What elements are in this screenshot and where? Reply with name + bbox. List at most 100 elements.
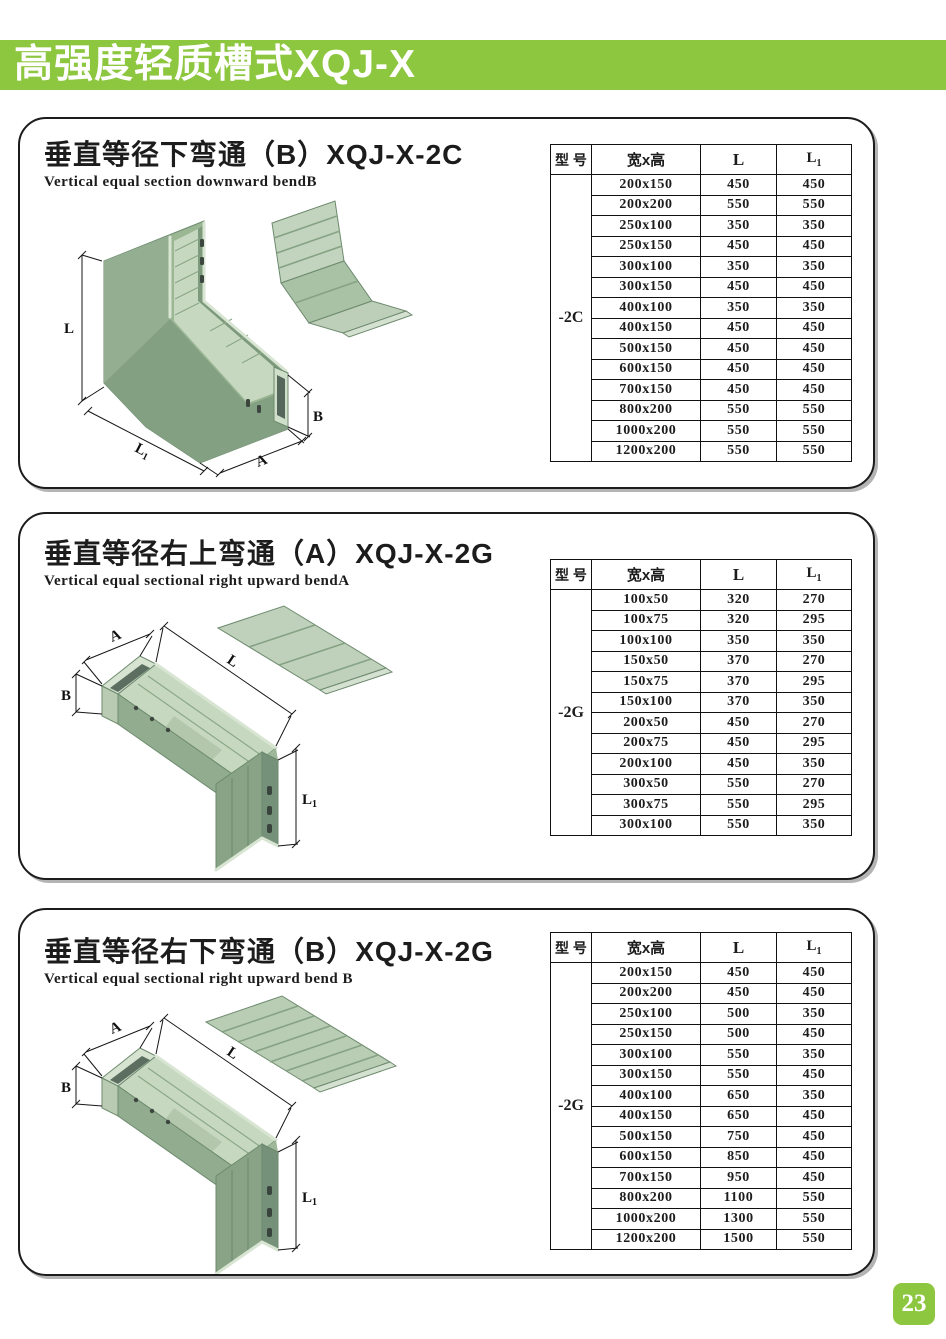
value-cell: 550 (700, 440, 777, 462)
value-cell: 450 (700, 317, 777, 339)
table-header-row: 型 号 宽x高 L L1 (550, 932, 852, 963)
size-cell: 250x100 (591, 215, 701, 237)
col-header-l: L (700, 932, 777, 963)
value-cell: 450 (776, 174, 852, 196)
size-cell: 300x100 (591, 1044, 701, 1066)
dim-label-l: L (64, 321, 74, 337)
model-cell: -2C (550, 174, 592, 462)
value-cell: 450 (776, 1064, 852, 1086)
value-cell: 350 (776, 691, 852, 713)
dim-label-l1: L1 (302, 1190, 317, 1208)
size-cell: 200x200 (591, 982, 701, 1004)
value-cell: 450 (776, 1167, 852, 1189)
table-header-row: 型 号 宽x高 L L1 (550, 144, 852, 175)
dim-label-b: B (313, 409, 323, 425)
value-cell: 320 (700, 589, 777, 611)
table-header-row: 型 号 宽x高 L L1 (550, 559, 852, 590)
value-cell: 350 (776, 256, 852, 278)
value-cell: 450 (700, 712, 777, 734)
value-cell: 550 (700, 420, 777, 442)
col-header-l1: L1 (776, 932, 852, 963)
cover-piece (204, 995, 398, 1093)
value-cell: 550 (700, 399, 777, 421)
section-subtitle: Vertical equal section downward bendB (44, 174, 317, 190)
value-cell: 350 (776, 1085, 852, 1107)
size-cell: 500x150 (591, 1126, 701, 1148)
col-header-l1: L1 (776, 559, 852, 590)
size-cell: 600x150 (591, 1146, 701, 1168)
col-header-size: 宽x高 (591, 932, 701, 963)
page-number-badge: 23 (893, 1283, 935, 1325)
cover-piece (271, 200, 414, 338)
col-header-model: 型 号 (550, 559, 592, 590)
size-cell: 200x50 (591, 712, 701, 734)
value-cell: 450 (776, 962, 852, 984)
value-cell: 350 (776, 1044, 852, 1066)
size-cell: 200x100 (591, 753, 701, 775)
value-cell: 550 (700, 814, 777, 836)
value-cell: 550 (700, 1044, 777, 1066)
size-cell: 600x150 (591, 358, 701, 380)
section-subtitle: Vertical equal sectional right upward be… (44, 971, 353, 987)
value-cell: 850 (700, 1146, 777, 1168)
product-illustration-right-upward-bend-a: A B L L1 (61, 605, 394, 872)
value-cell: 450 (776, 235, 852, 257)
value-cell: 650 (700, 1085, 777, 1107)
cover-piece (216, 605, 394, 695)
size-cell: 200x150 (591, 962, 701, 984)
dim-label-l1: L1 (302, 792, 317, 810)
size-cell: 250x150 (591, 1023, 701, 1045)
size-cell: 800x200 (591, 1187, 701, 1209)
size-cell: 100x75 (591, 609, 701, 631)
value-cell: 320 (700, 609, 777, 631)
size-cell: 700x150 (591, 379, 701, 401)
value-cell: 450 (776, 358, 852, 380)
section-title-block: 垂直等径右下弯通（B）XQJ-X-2G Vertical equal secti… (44, 930, 494, 988)
value-cell: 550 (776, 1208, 852, 1230)
page-number: 23 (901, 1290, 927, 1317)
size-cell: 1000x200 (591, 1208, 701, 1230)
section-title: 垂直等径右上弯通（A）XQJ-X-2G (44, 538, 494, 569)
size-cell: 700x150 (591, 1167, 701, 1189)
size-cell: 400x100 (591, 1085, 701, 1107)
value-cell: 450 (700, 338, 777, 360)
value-cell: 350 (700, 297, 777, 319)
value-cell: 550 (776, 194, 852, 216)
dim-label-a: A (108, 1019, 124, 1038)
dim-label-l: L (224, 652, 241, 671)
section-panel-right-downward-bend-b: 垂直等径右下弯通（B）XQJ-X-2G Vertical equal secti… (18, 908, 875, 1276)
value-cell: 350 (776, 215, 852, 237)
value-cell: 295 (776, 794, 852, 816)
value-cell: 450 (776, 338, 852, 360)
dim-label-b: B (61, 1080, 71, 1096)
col-header-model: 型 号 (550, 144, 592, 175)
value-cell: 295 (776, 671, 852, 693)
value-cell: 370 (700, 650, 777, 672)
value-cell: 650 (700, 1105, 777, 1127)
value-cell: 450 (700, 962, 777, 984)
dim-label-l: L (224, 1044, 241, 1063)
col-header-size: 宽x高 (591, 144, 701, 175)
size-cell: 1200x200 (591, 1228, 701, 1250)
